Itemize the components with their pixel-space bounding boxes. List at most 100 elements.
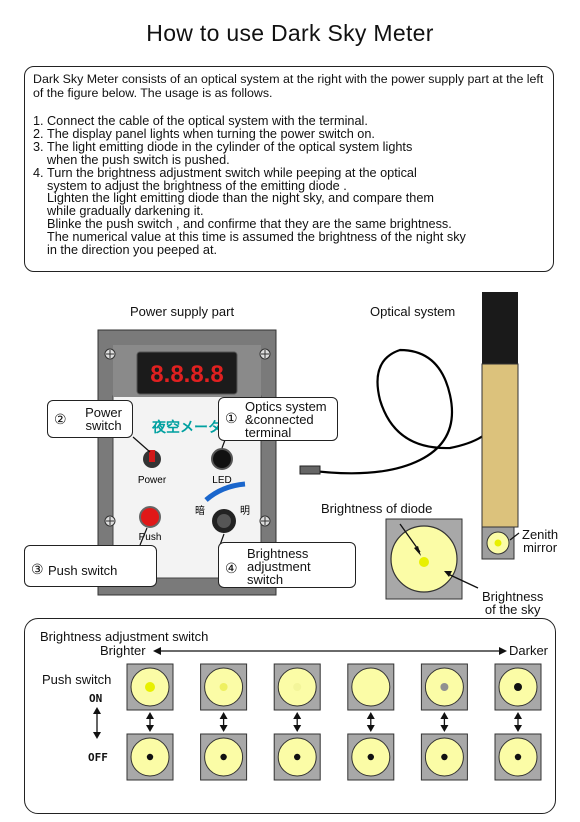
step-number: 1. (33, 114, 44, 128)
intro-text: Dark Sky Meter consists of an optical sy… (33, 72, 544, 100)
callout-lines: Power switch (76, 406, 131, 432)
step-line: Blinke the push switch , and confirme th… (47, 217, 452, 232)
off-view-diode (294, 753, 301, 761)
step-number: 3. (33, 139, 44, 154)
label-line: Zenith (522, 527, 559, 542)
callout-text: Push switch (48, 563, 118, 578)
adjustment-heading: Brightness adjustment switch (40, 629, 209, 644)
push-button-icon[interactable] (139, 506, 161, 528)
step-item: 3.The light emitting diode in the cylind… (33, 139, 553, 167)
power-switch-callout: ② Power switch (47, 400, 133, 438)
led-label: LED (212, 475, 231, 486)
cable (305, 348, 497, 475)
step-number: 2. (33, 126, 44, 141)
on-view-diode (219, 683, 228, 691)
step-line: The display panel lights when turning th… (47, 126, 375, 141)
step-line: Turn the brightness adjustment switch wh… (47, 165, 417, 180)
callout-lines: Optics system &connected terminal (245, 400, 327, 439)
toggle-arrow-head (440, 712, 449, 719)
step-line: in the direction you peeped at. (47, 243, 217, 258)
callout-line: &connected (245, 412, 314, 427)
on-off-arrow (93, 707, 101, 739)
step-line: Connect the cable of the optical system … (47, 114, 368, 128)
screw-icons (104, 348, 271, 527)
dark-char: 暗 (195, 504, 205, 517)
optical-system (299, 292, 520, 600)
optics-terminal-callout: ① Optics system &connected terminal (218, 397, 338, 441)
callout-line: Brightness (247, 546, 309, 561)
callout-line: terminal (245, 425, 292, 440)
toggle-arrow-head (146, 725, 154, 732)
step-line: when the push switch is pushed. (47, 152, 230, 167)
step-line: The numerical value at this time is assu… (47, 230, 466, 245)
toggle-arrow-head (440, 725, 449, 732)
callout-num: ④ (225, 560, 238, 576)
step-line: Lighten the light emitting diode than th… (47, 191, 434, 206)
zenith-mirror-label: Zenith mirror (522, 528, 558, 554)
on-view-sky (351, 667, 391, 707)
power-label: Power (138, 475, 167, 486)
callout-num: ② (54, 411, 67, 427)
push-switch-label: Push switch (42, 672, 112, 687)
step-item: 4.Turn the brightness adjustment switch … (33, 165, 553, 258)
led-terminal-icon[interactable] (211, 448, 233, 470)
brighter-label: Brighter (100, 643, 146, 658)
label-line: Brightness (482, 589, 544, 604)
step-line: while gradually darkening it. (47, 204, 204, 219)
on-view-diode (514, 683, 522, 691)
brightness-of-diode-label: Brightness of diode (321, 501, 433, 516)
step-line: system to adjust the brightness of the e… (47, 178, 347, 193)
toggle-arrow-head (219, 712, 228, 719)
callout-num: ③ (31, 561, 44, 577)
bright-char: 明 (240, 505, 250, 517)
adjustment-panel (24, 618, 556, 814)
step-line: The light emitting diode in the cylinder… (47, 139, 413, 154)
brighter-darker-arrow (153, 647, 507, 655)
off-view-diode (367, 753, 374, 761)
display-readout: 8.8.8.8 (150, 361, 223, 388)
callout-line: Power (85, 405, 122, 420)
on-view-diode (293, 683, 302, 691)
step-number: 4. (33, 165, 44, 180)
label-line: mirror (523, 540, 558, 555)
brightness-of-sky-label: Brightness of the sky (482, 590, 543, 616)
power-supply-heading: Power supply part (130, 304, 235, 319)
callout-line: switch (85, 418, 122, 433)
callout-lines: Brightness adjustment switch (247, 547, 311, 586)
adjustment-grid (126, 663, 542, 781)
power-supply-device: 8.8.8.8 夜空メータ Power LED Push 暗 明 (97, 329, 277, 596)
callout-line: Optics system (245, 399, 327, 414)
off-view-diode (146, 753, 154, 761)
toggle-arrow-head (366, 725, 375, 732)
optical-system-heading: Optical system (370, 304, 456, 319)
toggle-arrow-head (219, 725, 228, 732)
off-view-diode (441, 753, 448, 761)
toggle-arrow-head (146, 712, 154, 719)
callout-line: adjustment (247, 559, 311, 574)
power-toggle-icon[interactable] (143, 450, 161, 468)
on-view-diode (440, 683, 449, 691)
brightness-scale-icon (204, 481, 246, 502)
callout-line: switch (247, 572, 284, 587)
on-view-diode (145, 682, 155, 692)
toggle-arrow-head (293, 712, 302, 719)
toggle-arrow-head (366, 712, 375, 719)
darker-label: Darker (509, 643, 549, 658)
off-label: OFF (88, 751, 108, 764)
push-label: Push (139, 532, 162, 543)
step-list: 1.Connect the cable of the optical syste… (33, 115, 553, 257)
push-switch-callout: ③ Push switch (24, 545, 157, 587)
off-view-diode (514, 753, 522, 761)
toggle-arrow-head (514, 712, 522, 719)
toggle-arrow-head (293, 725, 302, 732)
step-item: 2.The display panel lights when turning … (33, 128, 553, 141)
label-line: of the sky (484, 602, 541, 617)
off-view-diode (220, 753, 227, 761)
instructions-box (24, 66, 554, 272)
toggle-arrow-head (514, 725, 522, 732)
brightness-knob-icon[interactable] (212, 509, 236, 533)
brightness-adjust-callout: ④ Brightness adjustment switch (218, 542, 356, 588)
page-title: How to use Dark Sky Meter (146, 20, 434, 46)
on-label: ON (89, 692, 103, 705)
